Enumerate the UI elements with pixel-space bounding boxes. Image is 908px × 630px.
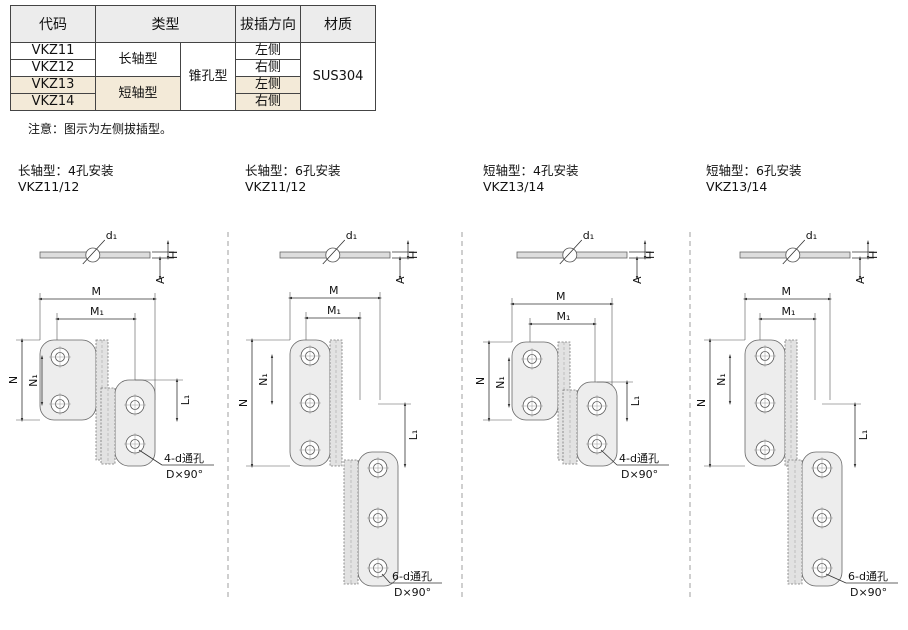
d1-label: d₁ xyxy=(346,229,357,242)
n-label: N xyxy=(7,376,20,384)
d1-label: d₁ xyxy=(806,229,817,242)
material-cell: SUS304 xyxy=(300,42,376,111)
hole-label: 6-d通孔 xyxy=(392,570,432,583)
hole-label: 4-d通孔 xyxy=(619,452,659,465)
hole-leader xyxy=(381,573,391,584)
side-view-knuckle xyxy=(85,247,101,263)
view-title: 长轴型：6孔安装 xyxy=(245,163,341,178)
d1-leader xyxy=(559,239,583,265)
m-label: M xyxy=(329,284,339,297)
d1-leader xyxy=(82,239,106,265)
hole-leader xyxy=(600,449,618,466)
h-label: H xyxy=(644,251,657,259)
table-row: VKZ14 右侧 xyxy=(10,93,376,111)
view-title: 短轴型：6孔安装 xyxy=(706,163,802,178)
l1-label: L₁ xyxy=(407,430,420,441)
code-cell: VKZ11 xyxy=(10,42,96,60)
m-label: M xyxy=(556,290,566,303)
n-label: N xyxy=(695,399,708,407)
direction-cell: 右侧 xyxy=(235,93,301,111)
table-row: VKZ13 短轴型 左侧 xyxy=(10,76,376,111)
a-label: A xyxy=(631,276,644,284)
h-label: H xyxy=(167,251,180,259)
code-cell: VKZ13 xyxy=(10,76,96,94)
a-label: A xyxy=(394,276,407,284)
view-title-1: 长轴型：4孔安装 VKZ11/12 xyxy=(18,163,113,195)
m-label: M xyxy=(782,285,792,298)
view-models: VKZ13/14 xyxy=(483,179,545,194)
l1-label: L₁ xyxy=(179,395,192,406)
side-view-knuckle xyxy=(325,247,341,263)
a-label: A xyxy=(854,276,867,284)
side-view-knuckle xyxy=(785,247,801,263)
m1-label: M₁ xyxy=(782,305,796,318)
view-title-3: 短轴型：4孔安装 VKZ13/14 xyxy=(483,163,578,195)
hole-leader xyxy=(825,573,847,584)
angle-label: D×90° xyxy=(394,586,431,599)
header-code: 代码 xyxy=(10,5,96,43)
table-row: VKZ11 长轴型 锥孔型 左侧 SUS304 xyxy=(10,42,376,111)
spec-table: 代码 类型 拔插方向 材质 VKZ11 长轴型 锥孔型 左侧 SUS304 VK… xyxy=(10,5,376,111)
m1-label: M₁ xyxy=(557,310,571,323)
hole-leader xyxy=(138,449,163,466)
hole-label: 6-d通孔 xyxy=(848,570,888,583)
h-label: H xyxy=(407,251,420,259)
n1-label: N₁ xyxy=(257,373,270,386)
n1-label: N₁ xyxy=(27,374,40,387)
long-axis-cell: 长轴型 xyxy=(95,42,181,77)
n1-label: N₁ xyxy=(715,373,728,386)
m-label: M xyxy=(92,285,102,298)
view-title-4: 短轴型：6孔安装 VKZ13/14 xyxy=(706,163,801,195)
angle-label: D×90° xyxy=(166,468,203,481)
d1-leader xyxy=(782,239,806,265)
h-label: H xyxy=(867,251,880,259)
side-view-knuckle xyxy=(562,247,578,263)
view-models: VKZ11/12 xyxy=(245,179,307,194)
angle-label: D×90° xyxy=(621,468,658,481)
table-header-row: 代码 类型 拔插方向 材质 xyxy=(10,5,376,43)
n-label: N xyxy=(474,377,487,385)
l1-label: L₁ xyxy=(857,430,870,441)
a-label: A xyxy=(154,276,167,284)
view-models: VKZ11/12 xyxy=(18,179,80,194)
angle-label: D×90° xyxy=(850,586,887,599)
d1-label: d₁ xyxy=(583,229,594,242)
note: 注意：图示为左侧拔插型。 xyxy=(28,122,173,136)
hole-label: 4-d通孔 xyxy=(164,452,204,465)
n1-label: N₁ xyxy=(494,376,507,389)
short-axis-cell: 短轴型 xyxy=(95,76,181,111)
d1-leader xyxy=(322,239,346,265)
n-label: N xyxy=(237,399,250,407)
l1-label: L₁ xyxy=(629,396,642,407)
code-cell: VKZ14 xyxy=(10,93,96,111)
view-title: 长轴型：4孔安装 xyxy=(18,163,114,178)
view-title: 短轴型：4孔安装 xyxy=(483,163,579,178)
view-models: VKZ13/14 xyxy=(706,179,768,194)
m1-label: M₁ xyxy=(90,305,104,318)
view-title-2: 长轴型：6孔安装 VKZ11/12 xyxy=(245,163,340,195)
header-material: 材质 xyxy=(300,5,376,43)
m1-label: M₁ xyxy=(327,304,341,317)
cone-hole-cell: 锥孔型 xyxy=(180,42,236,111)
d1-label: d₁ xyxy=(106,229,117,242)
